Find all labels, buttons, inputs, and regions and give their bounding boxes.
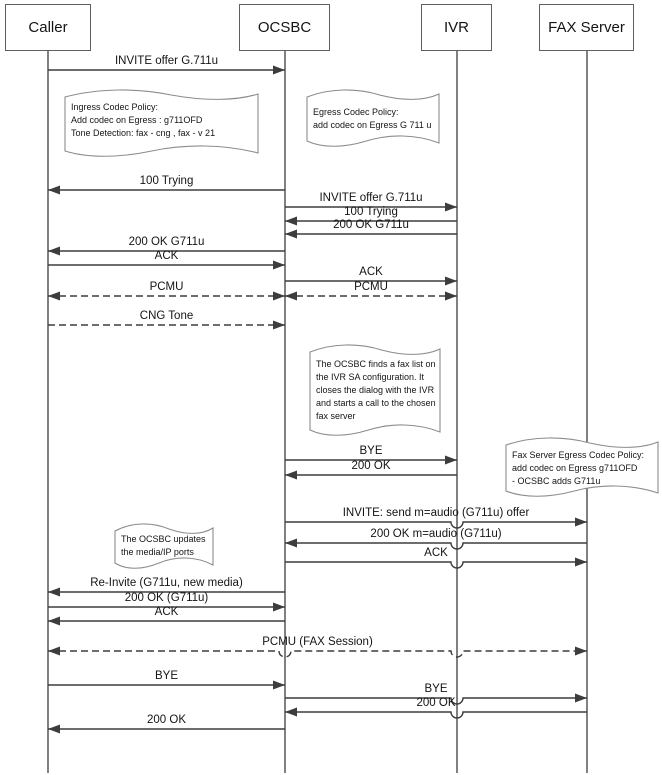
message-label-17: 200 OK (G711u) bbox=[124, 592, 209, 604]
message-label-13: INVITE: send m=audio (G711u) offer bbox=[342, 507, 530, 519]
note-shape bbox=[306, 89, 440, 147]
actor-box-ocsbc: OCSBC bbox=[239, 4, 330, 51]
note-shape bbox=[64, 89, 259, 157]
note-text-egress-codec-policy: Egress Codec Policy: add codec on Egress… bbox=[313, 107, 432, 130]
arrowhead-left-icon bbox=[48, 724, 60, 734]
message-label-15: ACK bbox=[424, 547, 448, 559]
actor-label-caller: Caller bbox=[28, 19, 68, 36]
note-text-ingress-codec-policy: Ingress Codec Policy: Add codec on Egres… bbox=[71, 102, 216, 138]
note-ocsbc-finds-fax-list: The OCSBC finds a fax list on the IVR SA… bbox=[309, 344, 441, 441]
note-fax-server-egress-codec-policy: Fax Server Egress Codec Policy: add code… bbox=[505, 437, 659, 502]
message-label-5: 200 OK G711u bbox=[128, 236, 205, 248]
message-label-1: 100 Trying bbox=[139, 175, 194, 187]
arrowhead-right-icon bbox=[445, 276, 457, 286]
note-text-ocsbc-finds-fax-list: The OCSBC finds a fax list on the IVR SA… bbox=[316, 359, 436, 421]
arrowhead-left-icon bbox=[285, 291, 297, 301]
message-label-11: BYE bbox=[359, 445, 383, 457]
note-text-ocsbc-updates-media: The OCSBC updates the media/IP ports bbox=[121, 534, 206, 557]
message-label-3: 100 Trying bbox=[344, 206, 398, 218]
message-line-21 bbox=[285, 697, 587, 705]
message-line-13 bbox=[285, 521, 587, 529]
arrowhead-left-icon bbox=[285, 229, 297, 239]
arrowhead-left-icon bbox=[48, 616, 60, 626]
message-label-22: 200 OK bbox=[416, 697, 456, 709]
arrowhead-right-icon bbox=[273, 260, 285, 270]
arrowhead-right-icon bbox=[575, 646, 587, 656]
arrowhead-right-icon bbox=[273, 602, 285, 612]
message-label-10: CNG Tone bbox=[139, 310, 194, 322]
message-label-9: PCMU bbox=[354, 281, 388, 293]
arrowhead-left-icon bbox=[285, 470, 297, 480]
arrowhead-left-icon bbox=[285, 707, 297, 717]
arrowhead-right-icon bbox=[445, 455, 457, 465]
actor-label-ocsbc: OCSBC bbox=[257, 19, 312, 36]
arrowhead-left-icon bbox=[48, 185, 60, 195]
actor-label-fax: FAX Server bbox=[548, 19, 625, 36]
message-label-8: PCMU bbox=[149, 281, 184, 293]
message-label-4: 200 OK G711u bbox=[333, 219, 409, 231]
message-label-18: ACK bbox=[154, 606, 179, 618]
message-label-6: ACK bbox=[154, 250, 179, 262]
arrowhead-left-icon bbox=[285, 216, 297, 226]
arrowhead-right-icon bbox=[575, 693, 587, 703]
arrowhead-right-icon bbox=[273, 65, 285, 75]
note-shape bbox=[309, 344, 441, 436]
arrowhead-right-icon bbox=[575, 517, 587, 527]
arrowhead-right-icon bbox=[273, 291, 285, 301]
arrowhead-left-icon bbox=[48, 291, 60, 301]
message-label-16: Re-Invite (G711u, new media) bbox=[90, 577, 243, 589]
message-line-14 bbox=[285, 542, 587, 550]
note-shape bbox=[505, 437, 659, 497]
message-label-21: BYE bbox=[424, 683, 448, 695]
note-egress-codec-policy: Egress Codec Policy: add codec on Egress… bbox=[306, 89, 440, 152]
actor-box-caller: Caller bbox=[5, 4, 91, 51]
arrowhead-right-icon bbox=[445, 291, 457, 301]
message-line-15 bbox=[285, 561, 587, 569]
arrowhead-left-icon bbox=[285, 538, 297, 548]
arrowhead-left-icon bbox=[48, 246, 60, 256]
message-label-0: INVITE offer G.711u bbox=[114, 55, 219, 67]
message-label-12: 200 OK bbox=[351, 460, 391, 472]
message-label-7: ACK bbox=[359, 266, 383, 278]
message-label-23: 200 OK bbox=[147, 714, 186, 726]
arrowhead-right-icon bbox=[273, 320, 285, 330]
arrowhead-right-icon bbox=[273, 680, 285, 690]
note-shape bbox=[114, 523, 214, 569]
arrowhead-right-icon bbox=[575, 557, 587, 567]
actor-box-ivr: IVR bbox=[421, 4, 492, 51]
arrowhead-right-icon bbox=[445, 202, 457, 212]
message-line-19 bbox=[48, 650, 587, 658]
actor-label-ivr: IVR bbox=[443, 19, 469, 36]
arrowhead-left-icon bbox=[48, 646, 60, 656]
actor-box-fax: FAX Server bbox=[539, 4, 634, 51]
message-label-19: PCMU (FAX Session) bbox=[262, 636, 373, 648]
note-ocsbc-updates-media: The OCSBC updates the media/IP ports bbox=[114, 523, 214, 574]
message-label-20: BYE bbox=[154, 670, 179, 682]
arrowhead-left-icon bbox=[48, 587, 60, 597]
message-label-2: INVITE offer G.711u bbox=[319, 192, 423, 204]
note-ingress-codec-policy: Ingress Codec Policy: Add codec on Egres… bbox=[64, 89, 259, 162]
message-line-22 bbox=[285, 711, 587, 719]
message-label-14: 200 OK m=audio (G711u) bbox=[370, 528, 502, 540]
note-text-fax-server-egress-codec-policy: Fax Server Egress Codec Policy: add code… bbox=[512, 450, 645, 486]
